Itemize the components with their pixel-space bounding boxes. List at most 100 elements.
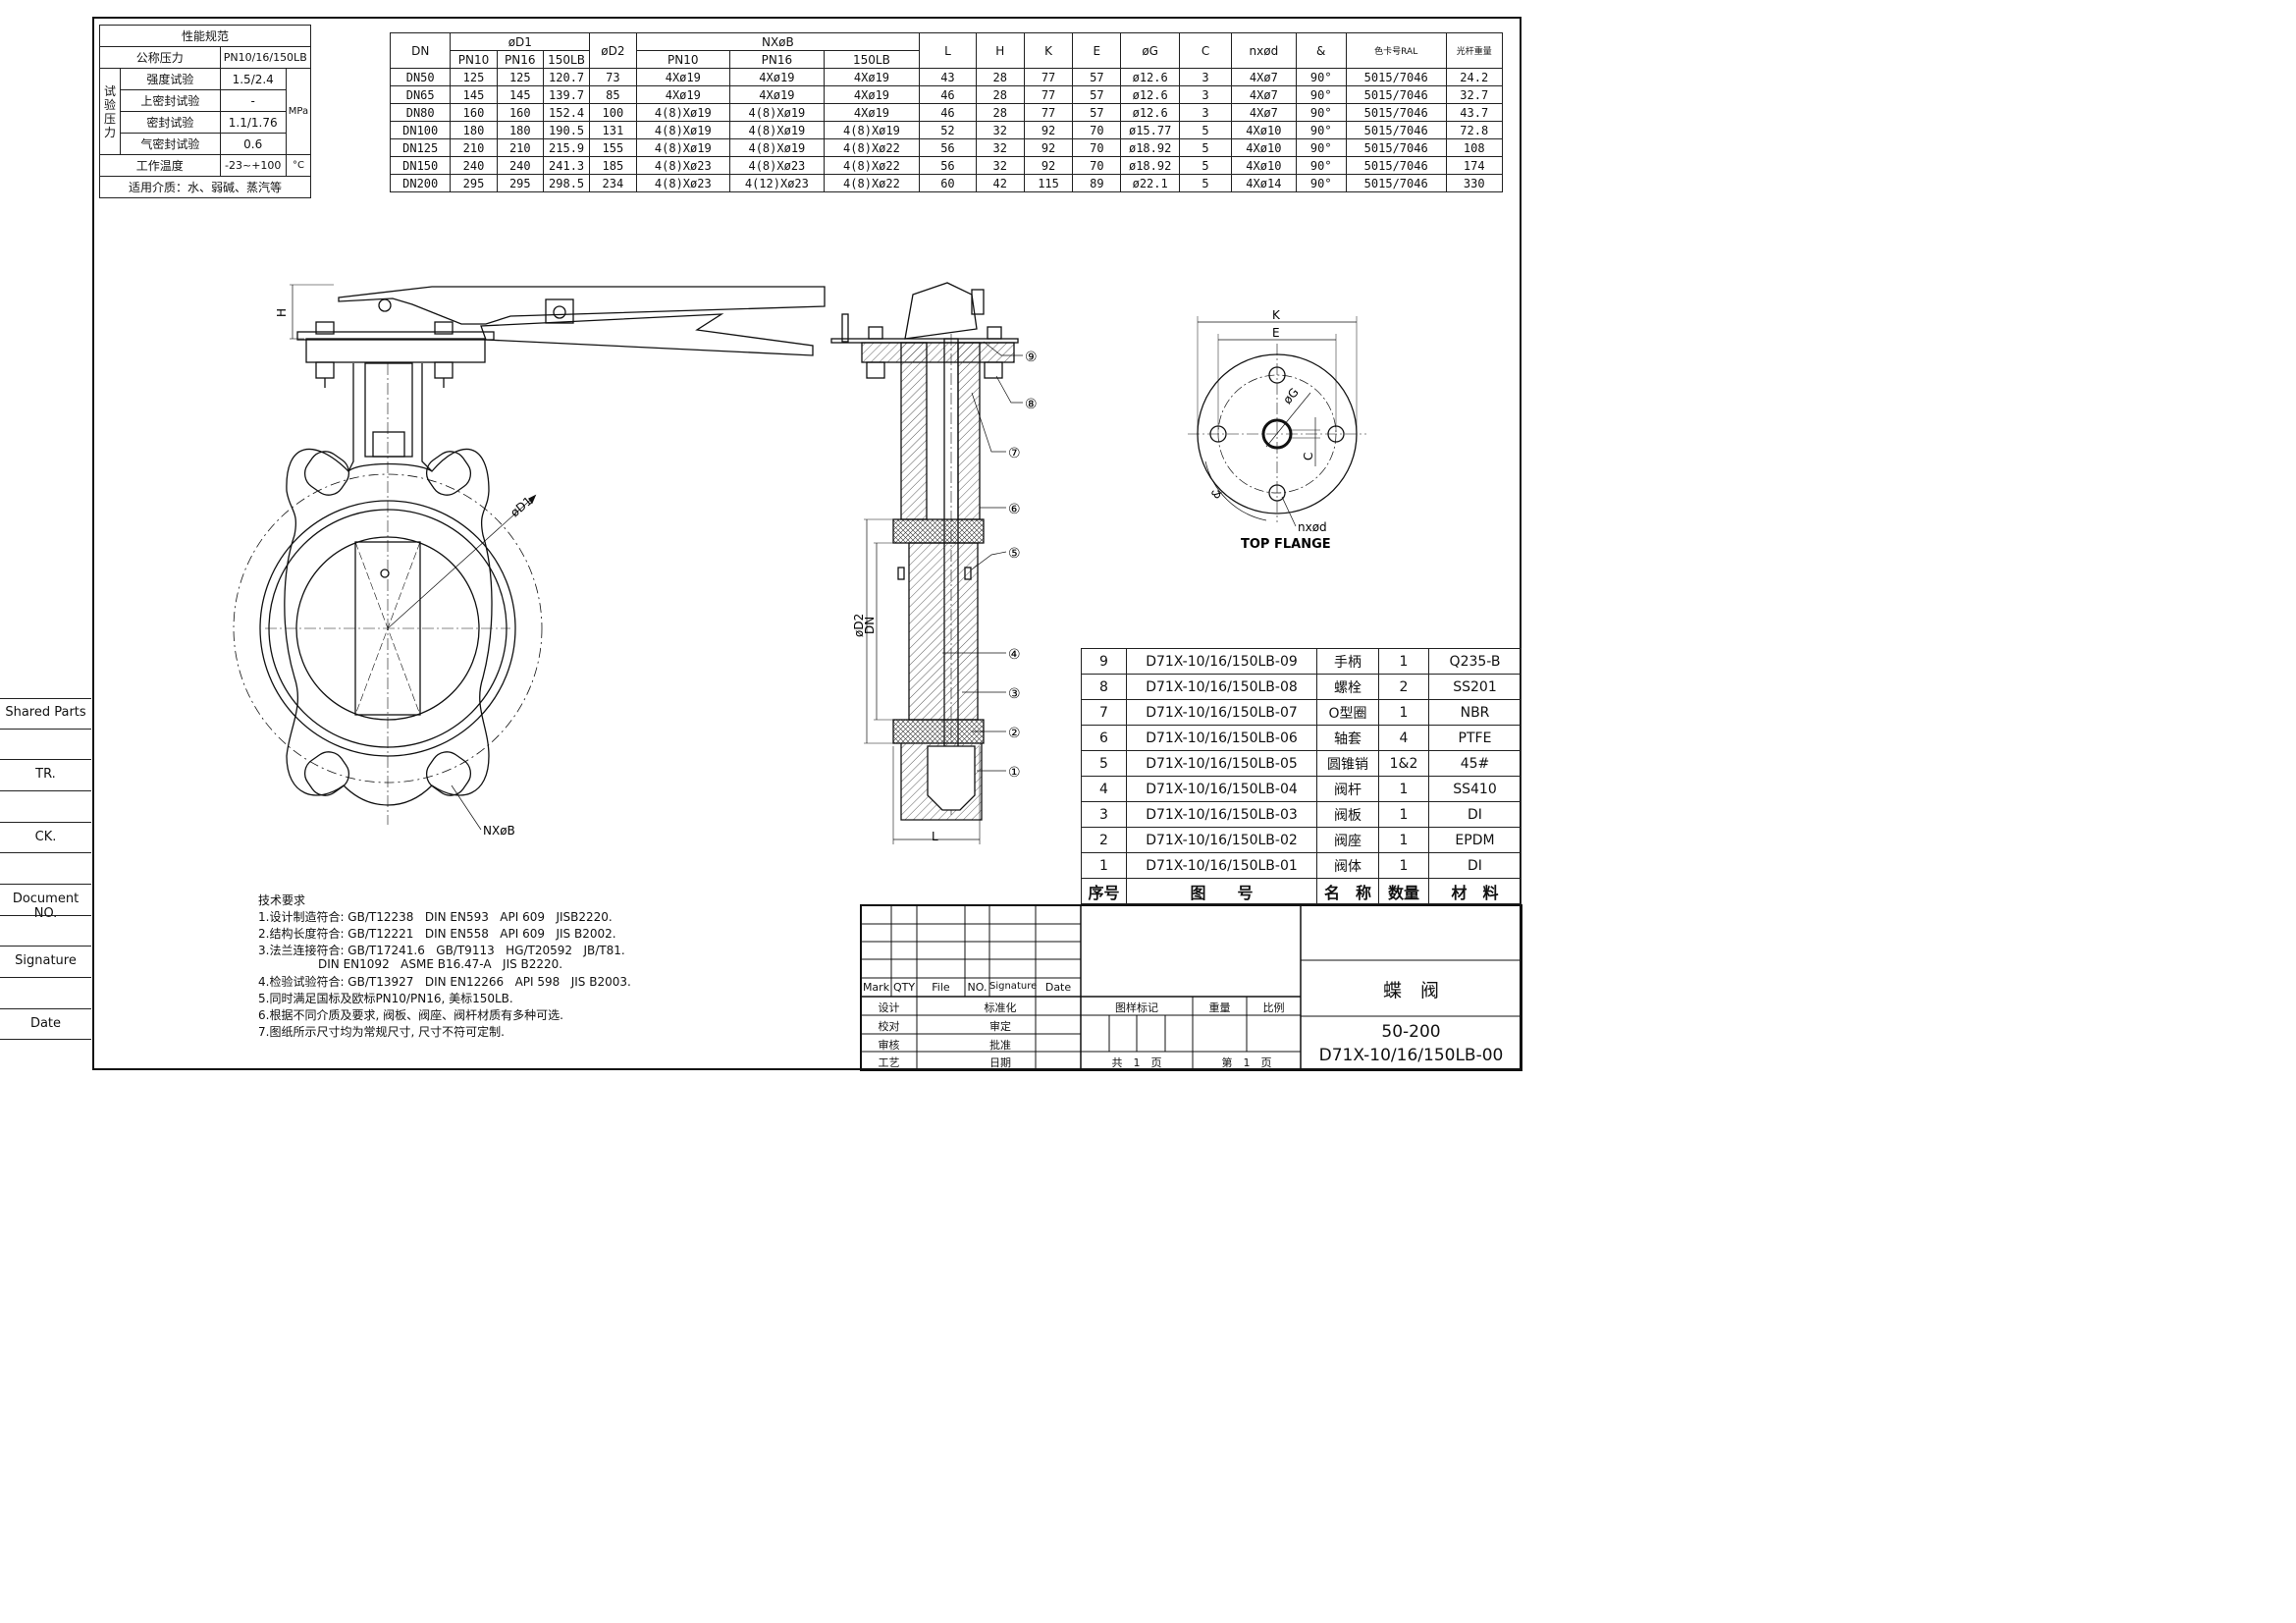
- tb-scale: 比例: [1262, 1001, 1285, 1014]
- parts-cell-drawing-no: D71X-10/16/150LB-01: [1126, 852, 1317, 879]
- dimension-table: DN øD1 øD2 NXøB L H K E øG C nxød & 色卡号R…: [389, 32, 1503, 192]
- dim-cell: 70: [1072, 138, 1122, 157]
- dim-header-c: C: [1178, 32, 1233, 69]
- dim-cell: 28: [975, 103, 1025, 122]
- dim-cell: 90°: [1295, 138, 1347, 157]
- dim-label-l: L: [932, 830, 938, 843]
- performance-spec-table: 性能规范 公称压力 PN10/16/150LB 试验压力 强度试验 1.5/2.…: [98, 25, 312, 198]
- dim-cell: 4(8)Xø19: [729, 103, 825, 122]
- side-shared-parts: Shared Parts: [5, 705, 86, 720]
- tb-page-no: 第 1 页: [1221, 1056, 1272, 1069]
- tb-drawing-number: D71X-10/16/150LB-00: [1318, 1046, 1504, 1065]
- parts-cell-material: 45#: [1428, 750, 1522, 777]
- dim-cell: 70: [1072, 121, 1122, 139]
- tech-title: 技术要求: [258, 893, 306, 907]
- front-view: [233, 284, 826, 831]
- parts-cell-name: 螺栓: [1316, 674, 1379, 700]
- parts-cell-material: SS201: [1428, 674, 1522, 700]
- spec-nominal-pressure-value: PN10/16/150LB: [219, 46, 312, 69]
- tb-weight: 重量: [1208, 1001, 1231, 1014]
- dim-cell: DN100: [389, 121, 452, 139]
- dim-cell: 5015/7046: [1345, 174, 1447, 192]
- parts-header-qty: 数量: [1378, 878, 1429, 904]
- spec-unit: MPa: [285, 68, 312, 155]
- parts-cell-qty: 1: [1378, 801, 1429, 828]
- tb-qty: QTY: [892, 981, 916, 994]
- lug-hole: [425, 451, 472, 496]
- tb-approve: 批准: [989, 1039, 1011, 1052]
- parts-cell-name: 手柄: [1316, 648, 1379, 675]
- side-date: Date: [29, 1016, 62, 1031]
- tb-no: NO.: [967, 981, 988, 994]
- dim-cell: 46: [919, 103, 977, 122]
- title-block-grid: [860, 904, 1522, 1071]
- dim-cell: 298.5: [542, 174, 591, 192]
- parts-header-drawing-no: 图 号: [1126, 878, 1317, 904]
- body-bottom-cavity: [927, 745, 976, 811]
- tb-standardize: 标准化: [984, 1001, 1017, 1014]
- balloon-2: ②: [1008, 726, 1021, 741]
- dim-cell: 5015/7046: [1345, 68, 1447, 86]
- tb-mark: Mark: [862, 981, 890, 994]
- dim-label-e: E: [1272, 326, 1280, 340]
- tb-process: 工艺: [878, 1056, 900, 1069]
- parts-header-material: 材 料: [1428, 878, 1522, 904]
- lug-hole: [425, 751, 472, 796]
- dim-cell: 4Xø10: [1231, 138, 1297, 157]
- top-plate-lip: [296, 331, 495, 341]
- handle-lock: [545, 298, 574, 324]
- parts-cell-name: 阀板: [1316, 801, 1379, 828]
- dim-cell: 4Xø19: [729, 85, 825, 104]
- dim-cell: 5015/7046: [1345, 121, 1447, 139]
- lug-hole: [303, 451, 350, 496]
- dim-cell: 215.9: [542, 138, 591, 157]
- tb-date: Date: [1044, 981, 1072, 994]
- parts-cell-material: DI: [1428, 852, 1522, 879]
- tb-size-range: 50-200: [1381, 1022, 1441, 1042]
- parts-cell-drawing-no: D71X-10/16/150LB-08: [1126, 674, 1317, 700]
- tech-line: 5.同时满足国标及欧标PN10/PN16, 美标150LB.: [258, 992, 513, 1005]
- balloon-8: ⑧: [1025, 397, 1038, 412]
- spec-test-pressure-label: 试验压力: [98, 68, 122, 155]
- balloon-7: ⑦: [1008, 446, 1021, 461]
- dim-cell: 330: [1445, 174, 1503, 192]
- tb-design: 设计: [878, 1001, 900, 1014]
- top-flange-label: TOP FLANGE: [1241, 537, 1331, 552]
- dim-cell: 240: [496, 156, 544, 175]
- dim-cell: 295: [496, 174, 544, 192]
- tb-signature: Signature: [989, 981, 1038, 992]
- neck-window: [372, 431, 405, 458]
- dim-cell: 160: [496, 103, 544, 122]
- dim-cell: 57: [1072, 68, 1122, 86]
- parts-cell-qty: 1: [1378, 648, 1429, 675]
- dim-cell: ø22.1: [1120, 174, 1180, 192]
- parts-cell-drawing-no: D71X-10/16/150LB-04: [1126, 776, 1317, 802]
- dim-header-k: K: [1023, 32, 1074, 69]
- dim-sub-pn16: PN16: [496, 50, 544, 69]
- balloon-6: ⑥: [1008, 502, 1021, 517]
- dim-label-nxd: nxød: [1298, 520, 1327, 534]
- parts-header-name: 名 称: [1316, 878, 1379, 904]
- spec-nominal-pressure-label: 公称压力: [99, 46, 221, 69]
- parts-cell-name: 阀杆: [1316, 776, 1379, 802]
- dim-cell: 90°: [1295, 68, 1347, 86]
- dim-cell: DN200: [389, 174, 452, 192]
- dim-cell: 120.7: [542, 68, 591, 86]
- dim-cell: 4Xø10: [1231, 121, 1297, 139]
- dim-header-dn: DN: [389, 32, 452, 69]
- tb-pattern-mark: 图样标记: [1115, 1001, 1158, 1014]
- dim-label-h: H: [275, 308, 289, 317]
- dim-header-d1: øD1: [450, 32, 591, 51]
- dim-cell: 4Xø10: [1231, 156, 1297, 175]
- dim-header-g: øG: [1120, 32, 1180, 69]
- dim-label-d2: øD2: [852, 614, 866, 637]
- dim-cell: ø12.6: [1120, 103, 1180, 122]
